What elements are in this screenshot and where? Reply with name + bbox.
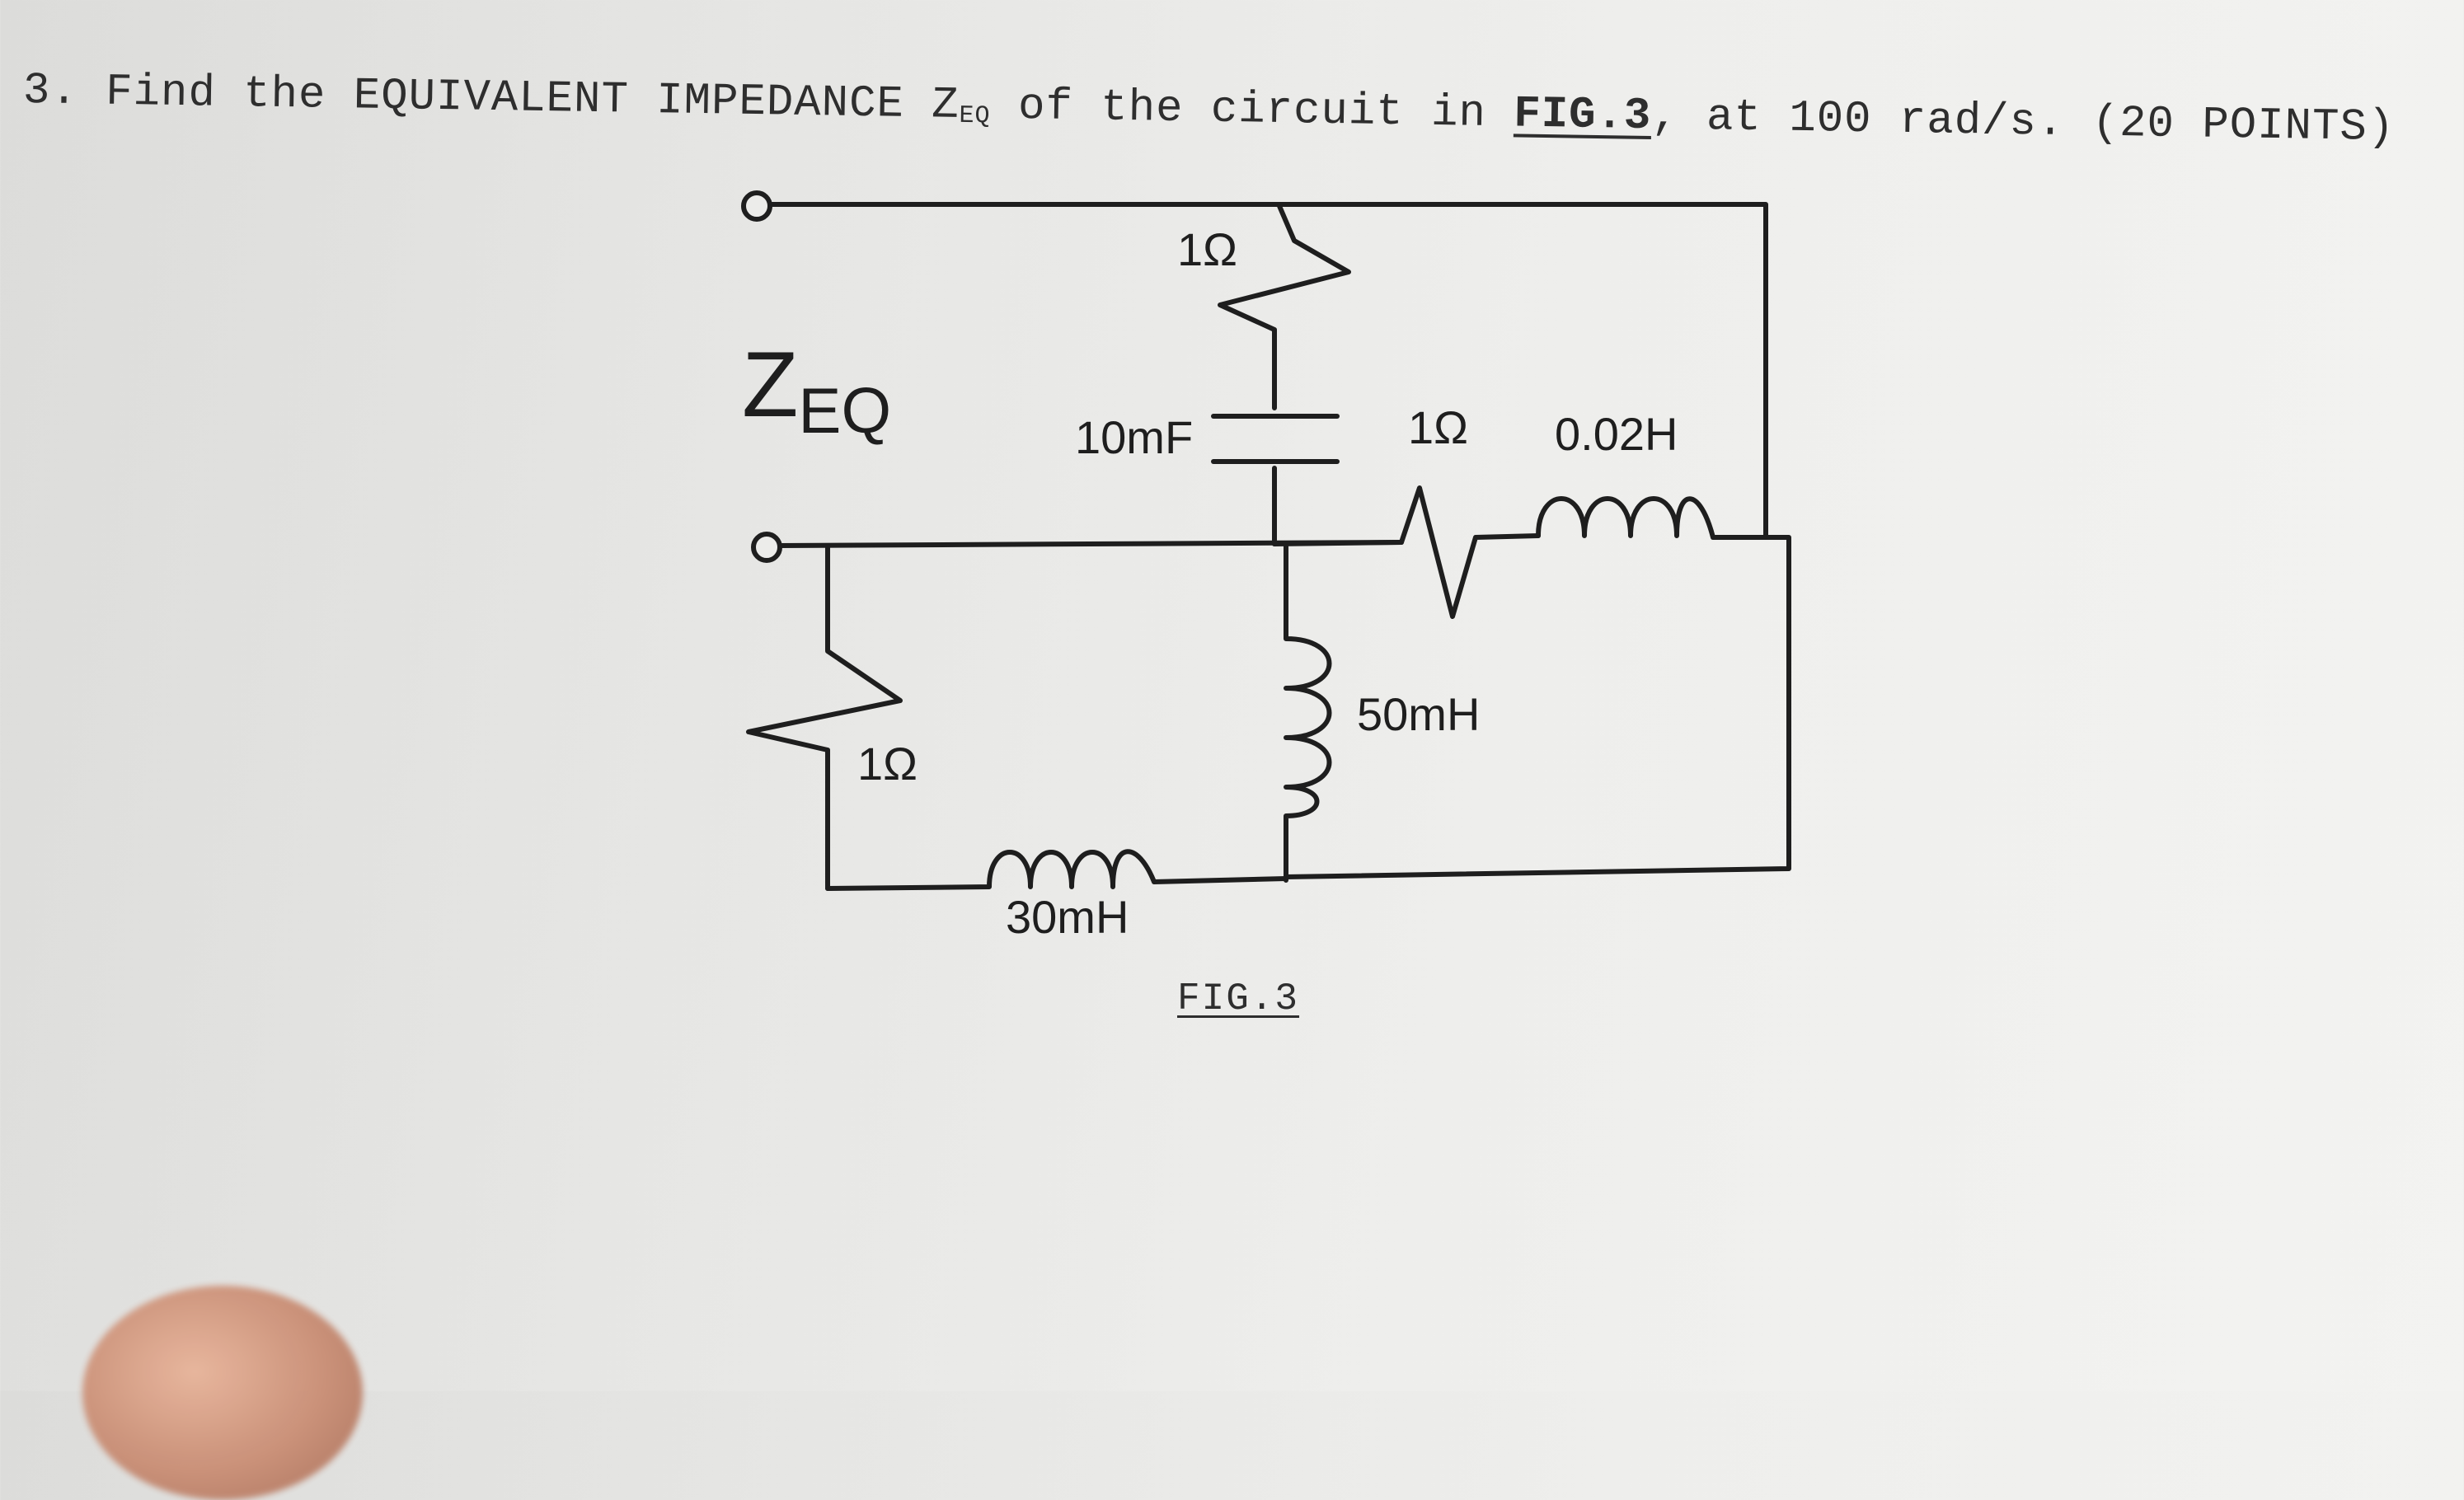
label-capacitor: 10mF	[1075, 411, 1193, 463]
figure-caption: FIG.3	[1177, 977, 1300, 1020]
label-resistor-mid: 1Ω	[1408, 401, 1468, 453]
label-inductor-bottom: 30mH	[1006, 891, 1129, 943]
finger	[82, 1286, 363, 1500]
label-inductor-center: 50mH	[1357, 688, 1480, 740]
label-resistor-top: 1Ω	[1177, 223, 1237, 275]
wire-right-lower	[1284, 535, 1791, 879]
zeq-label: ZEQ	[742, 333, 891, 447]
resistor-left	[746, 543, 903, 891]
zeq-main: Z	[742, 333, 798, 436]
terminal-top	[741, 190, 772, 222]
inductor-right	[1536, 496, 1768, 540]
label-resistor-left: 1Ω	[857, 738, 918, 790]
resistor-top	[1218, 204, 1351, 410]
resistor-mid	[1272, 485, 1541, 619]
circuit-diagram: ZEQ 1Ω 10mF 1Ω 0.02H 50mH 1Ω 30mH	[741, 190, 1791, 943]
zeq-subscript: EQ	[798, 374, 891, 447]
inductor-bottom	[825, 849, 1288, 891]
inductor-center	[1284, 541, 1332, 883]
wire-top	[767, 202, 1768, 540]
label-inductor-right: 0.02H	[1555, 408, 1678, 460]
terminal-bottom	[751, 532, 782, 563]
